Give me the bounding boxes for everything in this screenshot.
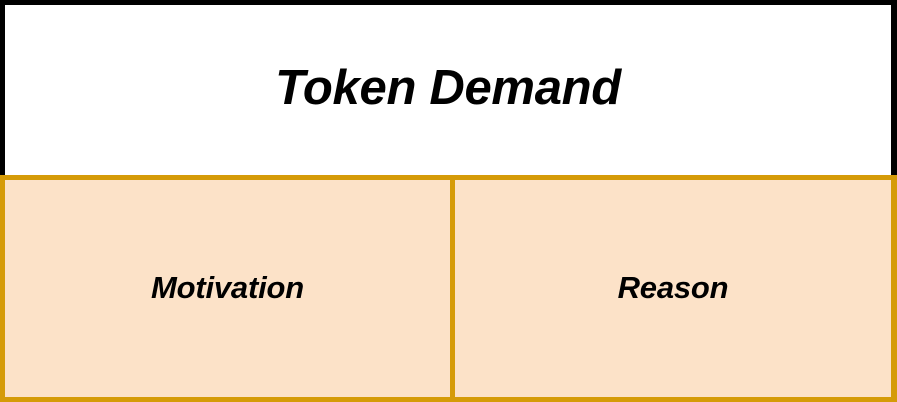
node-motivation-label: Motivation [151, 270, 304, 305]
node-motivation[interactable]: Motivation [0, 175, 453, 402]
header-node-token-demand[interactable]: Token Demand [0, 0, 897, 176]
node-reason[interactable]: Reason [453, 175, 897, 402]
child-nodes-row: Motivation Reason [0, 175, 897, 402]
page-title: Token Demand [275, 61, 621, 115]
node-reason-label: Reason [617, 270, 729, 305]
